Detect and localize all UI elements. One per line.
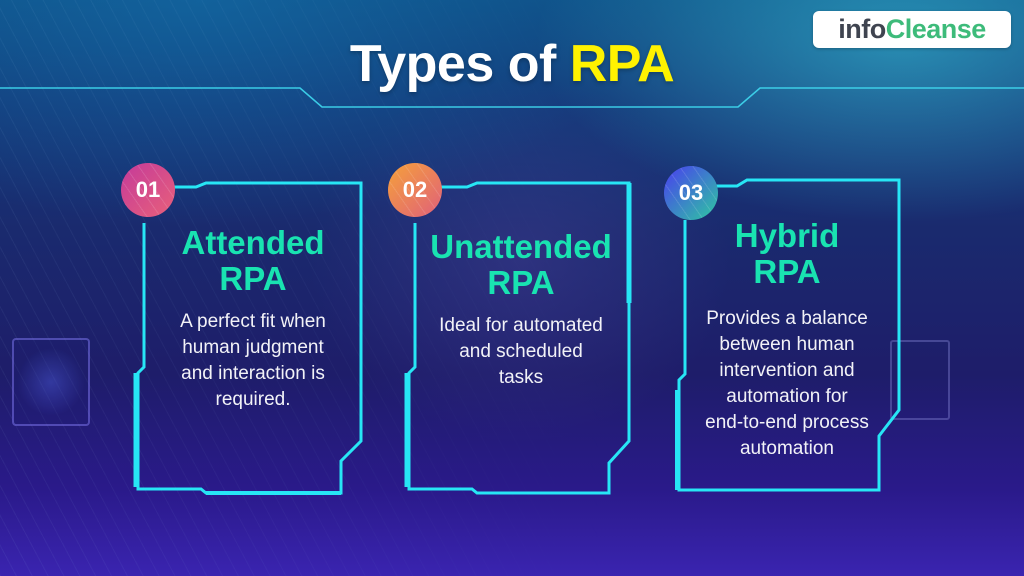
description-line: tasks bbox=[498, 367, 544, 388]
card-frame bbox=[133, 181, 363, 495]
card-title-line1: Attended bbox=[181, 224, 325, 261]
description-line: required. bbox=[215, 389, 291, 410]
background-screen-graphic bbox=[890, 340, 950, 420]
title-highlight: RPA bbox=[569, 35, 675, 93]
page-title: Types of RPA bbox=[0, 34, 1024, 94]
description-line: between human bbox=[719, 334, 855, 355]
card-title-line2: RPA bbox=[487, 264, 555, 301]
description-line: A perfect fit when bbox=[180, 311, 326, 332]
badge-01: 01 bbox=[121, 163, 175, 217]
description-line: intervention and bbox=[719, 360, 855, 381]
badge-number: 01 bbox=[135, 177, 161, 202]
badge-number: 03 bbox=[678, 180, 704, 205]
card-description: Provides a balance between human interve… bbox=[681, 306, 893, 462]
background-monitor-graphic bbox=[12, 338, 90, 426]
card-unattended-rpa: Unattended RPA Ideal for automated and s… bbox=[404, 181, 635, 495]
card-title-line1: Hybrid bbox=[734, 217, 840, 254]
description-line: end-to-end process bbox=[705, 412, 869, 433]
card-frame bbox=[675, 178, 901, 492]
card-description: A perfect fit when human judgment and in… bbox=[150, 309, 356, 413]
description-line: automation bbox=[739, 438, 834, 459]
description-line: and interaction is bbox=[181, 363, 325, 384]
card-title: Unattended RPA bbox=[411, 229, 631, 301]
badge-03: 03 bbox=[664, 166, 718, 220]
card-frame bbox=[404, 181, 632, 495]
description-line: and scheduled bbox=[459, 341, 583, 362]
badge-number: 02 bbox=[402, 177, 428, 202]
header-divider-line bbox=[0, 87, 1024, 108]
card-attended-rpa: Attended RPA A perfect fit when human ju… bbox=[133, 181, 366, 495]
card-title: Hybrid RPA bbox=[681, 218, 893, 290]
card-title: Attended RPA bbox=[150, 225, 356, 297]
card-description: Ideal for automated and scheduled tasks bbox=[411, 313, 631, 391]
card-title-line2: RPA bbox=[219, 260, 287, 297]
description-line: Ideal for automated bbox=[439, 315, 603, 336]
logo-text-cleanse: Cleanse bbox=[885, 14, 987, 44]
description-line: automation for bbox=[726, 386, 848, 407]
card-hybrid-rpa: Hybrid RPA Provides a balance between hu… bbox=[675, 178, 903, 492]
card-title-line2: RPA bbox=[753, 253, 821, 290]
description-line: human judgment bbox=[182, 337, 324, 358]
title-main: Types of bbox=[349, 35, 570, 93]
badge-02: 02 bbox=[388, 163, 442, 217]
card-title-line1: Unattended bbox=[430, 228, 612, 265]
description-line: Provides a balance bbox=[706, 308, 868, 329]
logo-text-info: info bbox=[838, 14, 886, 44]
